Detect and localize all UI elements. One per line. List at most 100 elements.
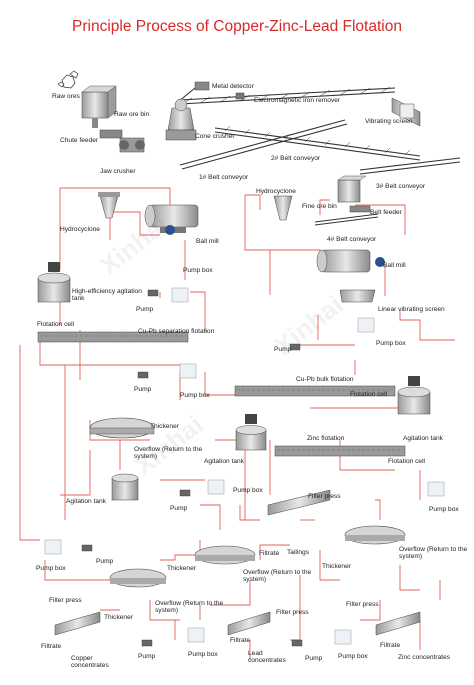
label-vibrating-screen: Vibrating screen	[365, 118, 413, 125]
label-overflow-4: Overflow (Return to the system)	[155, 600, 224, 615]
label-cu-pb-bulk-flotation: Cu-Pb bulk flotation	[296, 376, 354, 383]
belt-conveyors	[177, 86, 461, 226]
label-flotation-cell-3: Flotation cell	[388, 458, 426, 465]
raw-ore-bin-icon	[81, 85, 117, 128]
pump-icons	[81, 289, 303, 647]
label-pump-6: Pump	[138, 653, 156, 660]
label-pump-box-5: Pump box	[429, 506, 459, 513]
belt-conveyor-3	[359, 157, 461, 175]
label-pump-box-1: Pump box	[183, 267, 213, 274]
label-zinc-flotation: Zinc flotation	[307, 435, 345, 442]
flotation-cell-1-icon	[37, 331, 189, 343]
label-thickener-1: Thickener	[150, 423, 179, 430]
label-pump-3: Pump	[134, 386, 152, 393]
belt-conveyor-4	[314, 213, 379, 226]
label-linear-vibrating-screen: Linear vibrating screen	[378, 306, 445, 313]
label-ball-mill-left: Ball mill	[196, 238, 219, 245]
pump-box-icons	[44, 287, 445, 645]
belt-conveyor-2	[214, 125, 421, 161]
label-ball-mill-right: Ball mill	[383, 262, 406, 269]
label-thickener-2: Thickener	[167, 565, 196, 572]
label-pump-box-7: Pump box	[188, 651, 218, 658]
filter-press-2-icon	[54, 611, 101, 636]
chute-feeder-icon	[99, 129, 123, 139]
label-filtrate-3: Filtrate	[230, 637, 251, 644]
label-overflow-1: Overflow (Return to the system)	[134, 446, 203, 461]
belt-conveyor-main	[177, 86, 396, 105]
flotation-cell-2-icon	[234, 385, 396, 397]
hydrocyclone-right-icon	[273, 195, 293, 221]
label-filter-press-3: Filter press	[276, 609, 309, 616]
label-filtrate-4: Filtrate	[380, 642, 401, 649]
metal-detector-icon	[194, 81, 210, 91]
label-copper-concentrates: Copper concentrates	[71, 655, 109, 670]
label-pump-box-3: Pump box	[180, 392, 210, 399]
agitation-tank-mid-icon	[235, 414, 267, 451]
label-belt-conveyor-3: 3# Belt conveyor	[376, 183, 426, 190]
label-flotation-cell-1: Flotation cell	[37, 321, 75, 328]
pipe-lines	[19, 187, 455, 660]
label-agitation-tank-left: Agitation tank	[66, 498, 106, 505]
thickener-3-icon	[109, 568, 167, 588]
label-raw-ores: Raw ores	[52, 93, 80, 100]
label-pump-box-6: Pump box	[36, 565, 66, 572]
label-filtrate-2: Filtrate	[41, 643, 62, 650]
label-thickener-3: Thickener	[322, 563, 351, 570]
label-pump-4: Pump	[170, 505, 188, 512]
thickener-1-icon	[89, 417, 155, 439]
iron-remover-icon	[235, 92, 245, 100]
jaw-crusher-icon	[119, 137, 145, 153]
label-pump-box-8: Pump box	[338, 653, 368, 660]
label-belt-conveyor-1: 1# Belt conveyor	[199, 174, 249, 181]
flotation-cell-3-icon	[274, 445, 406, 457]
label-filter-press-4: Filter press	[346, 601, 379, 608]
label-belt-conveyor-4: 4# Belt conveyor	[327, 236, 377, 243]
label-filtrate-1: Filtrate	[259, 550, 280, 557]
label-lead-concentrates: Lead concentrates	[248, 650, 286, 665]
label-pump-box-2: Pump box	[376, 340, 406, 347]
label-pump-7: Pump	[305, 655, 323, 662]
label-overflow-2: Overflow (Return to the system)	[243, 569, 312, 584]
label-filter-press-1: Filter press	[308, 493, 341, 500]
label-metal-detector: Metal detector	[212, 83, 254, 90]
agitation-tank-left-icon	[111, 473, 139, 501]
label-cu-pb-separation-flotation: Cu-Pb separation flotation	[138, 328, 215, 335]
vibrating-screen-icon	[391, 97, 421, 127]
label-belt-feeder: Belt feeder	[370, 209, 402, 216]
label-thickener-5: Thickener	[104, 614, 133, 621]
label-raw-ore-bin: Raw ore bin	[114, 111, 150, 118]
label-high-efficiency-agitation-tank: High-efficiency agitation tank	[72, 288, 142, 303]
label-agitation-tank-right: Agitation tank	[403, 435, 443, 442]
label-jaw-crusher: Jaw crusher	[100, 168, 136, 175]
page-title: Principle Process of Copper-Zinc-Lead Fl…	[72, 18, 402, 35]
label-belt-conveyor-2: 2# Belt conveyor	[271, 155, 321, 162]
cone-crusher-icon	[165, 98, 197, 141]
label-pump-1: Pump	[136, 306, 154, 313]
label-filter-press-2: Filter press	[49, 597, 82, 604]
label-hydrocyclone-right: Hydrocyclone	[256, 188, 296, 195]
label-overflow-3: Overflow (Return to the system)	[399, 546, 468, 561]
linear-vibrating-screen-icon	[339, 289, 376, 303]
agitation-tank-right-icon	[397, 376, 431, 415]
ball-mill-right-icon	[316, 249, 385, 273]
label-electromagnetic-iron-remover: Electromagnetic iron remover	[254, 97, 341, 104]
label-pump-box-4: Pump box	[233, 487, 263, 494]
label-fine-ore-bin: Fine ore bin	[302, 203, 337, 210]
high-efficiency-agitation-tank-icon	[37, 262, 71, 303]
label-pump-5: Pump	[96, 558, 114, 565]
hydrocyclone-left-icon	[98, 192, 120, 219]
belt-conveyor-1	[179, 119, 348, 170]
raw-ores-icon	[57, 70, 79, 89]
filter-press-4-icon	[375, 611, 421, 636]
belt-feeder-icon	[349, 205, 371, 213]
label-tailings: Tailings	[287, 549, 309, 556]
fine-ore-bin-icon	[337, 175, 367, 203]
filter-press-1-icon	[267, 489, 331, 516]
thickener-4-icon	[344, 525, 406, 545]
label-zinc-concentrates: Zinc concentrates	[398, 654, 451, 661]
label-agitation-tank-mid: Agitation tank	[204, 458, 244, 465]
ball-mill-left-icon	[144, 204, 199, 235]
label-pump-2: Pump	[274, 346, 292, 353]
label-hydrocyclone-left: Hydrocyclone	[60, 226, 100, 233]
